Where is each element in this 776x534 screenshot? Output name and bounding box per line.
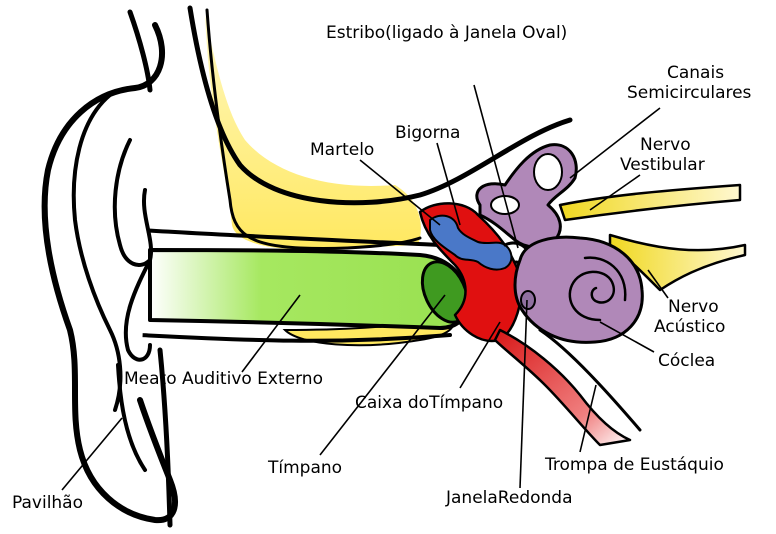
label-canais-line1: Canais [667,63,724,83]
label-bigorna: Bigorna [395,123,460,143]
ear-canal [150,250,468,328]
leader-janela-redonda [520,300,527,488]
label-estribo: Estribo(ligado à Janela Oval) [326,23,567,43]
label-meato: Meato Auditivo Externo [124,369,323,389]
label-nervo-vestibular-line1: Nervo [640,135,691,155]
label-coclea: Cóclea [658,351,715,371]
label-canais-line2: Semicirculares [627,83,752,103]
label-janela-redonda: JanelaRedonda [445,488,573,508]
semicircular-canal-loop-1 [534,154,562,190]
label-nervo-acustico-line1: Nervo [668,297,719,317]
label-pavilhao: Pavilhão [12,493,83,513]
round-window [521,291,535,309]
label-nervo-acustico-line2: Acústico [654,317,725,337]
label-martelo: Martelo [310,140,374,160]
label-trompa: Trompa de Eustáquio [544,455,724,475]
head-edge-top [130,12,150,90]
label-nervo-vestibular-line2: Vestibular [620,155,705,175]
label-caixa: Caixa doTímpano [355,393,503,413]
vestibular-nerve [560,185,740,220]
temporal-bone-upper [205,15,421,250]
cochlea [515,237,642,342]
label-timpano: Tímpano [267,458,342,478]
